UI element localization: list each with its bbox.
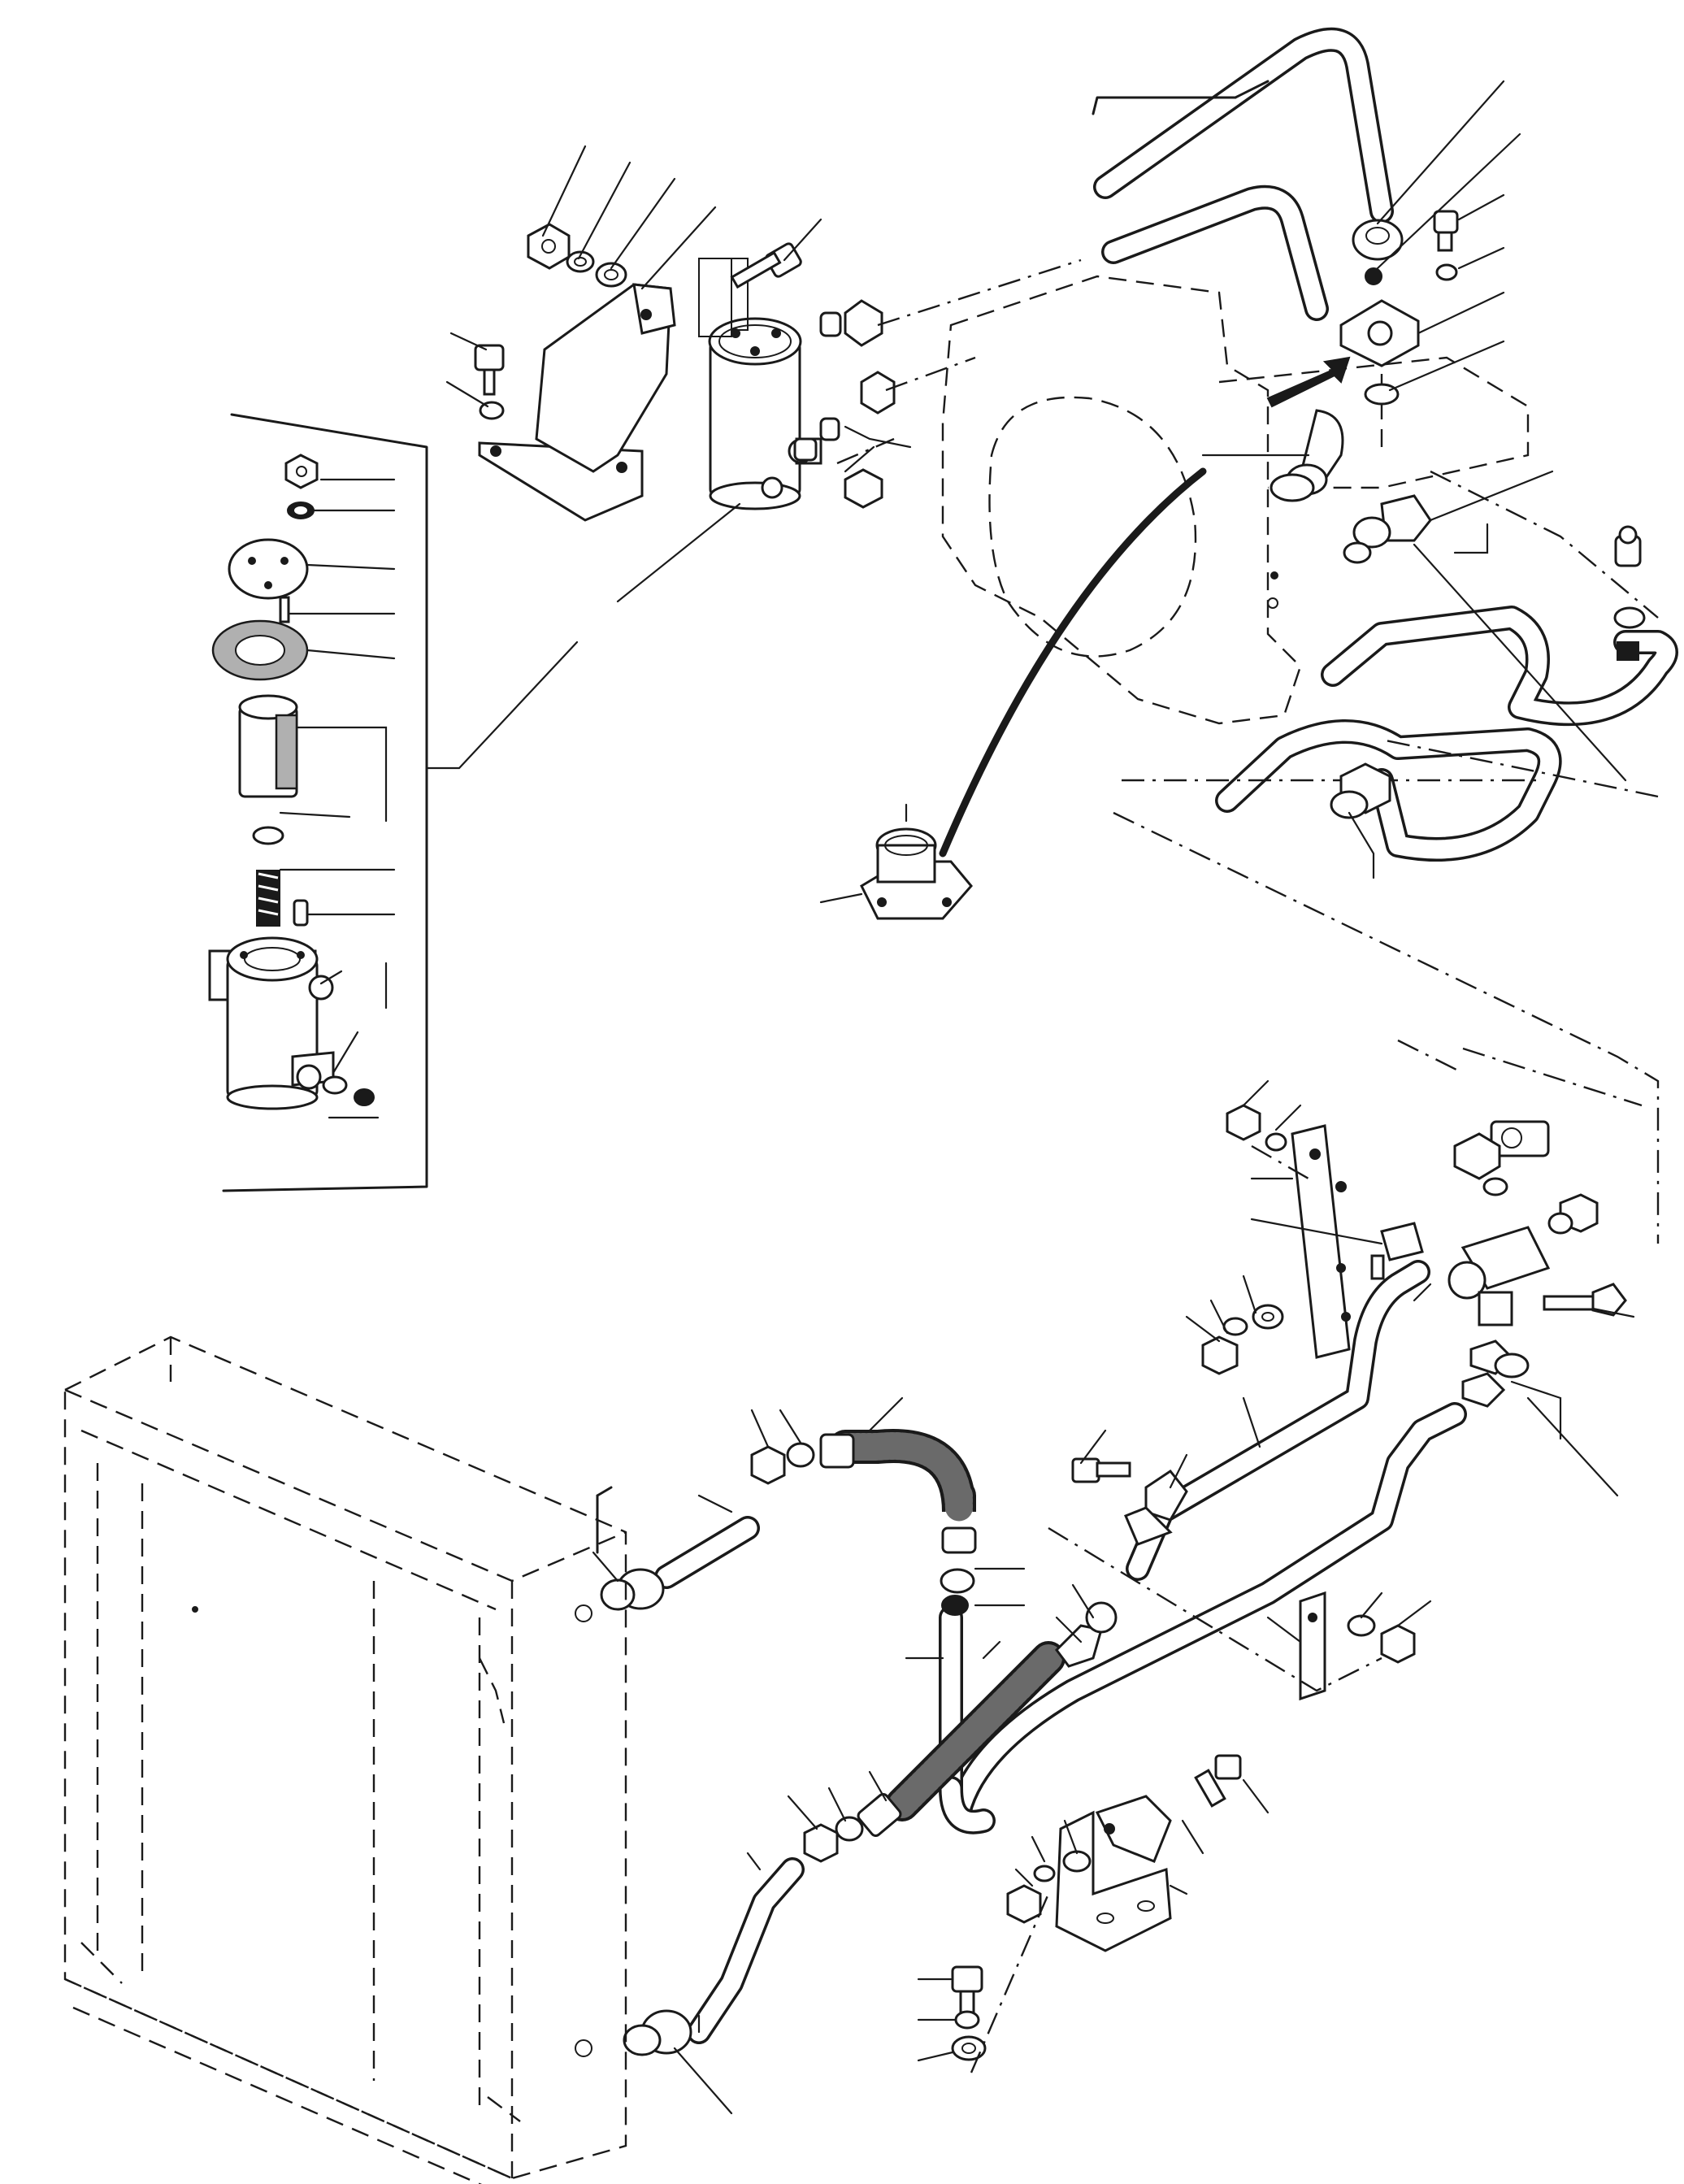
housing-elbows [1270, 409, 1432, 564]
clamp-bolts [1071, 1457, 1242, 1808]
upper-valve-stack [1266, 210, 1459, 408]
lower-cap [860, 827, 973, 920]
upper-pipe-routing [939, 27, 1394, 858]
leader-lines [279, 80, 1635, 2115]
filter-fittings [793, 299, 896, 509]
transmission-housing [941, 275, 1530, 725]
filter-exploded-detail [208, 413, 579, 1192]
loop-fittings [1330, 762, 1391, 819]
radiator-connectors [596, 1486, 805, 2056]
routing-lines [836, 258, 1660, 2073]
lower-hose-routing [939, 1260, 1467, 1834]
right-fittings [1613, 525, 1646, 661]
lower-flex-hose [803, 1601, 1118, 1863]
mounting-bracket [478, 283, 676, 522]
right-pipe-loops [1122, 606, 1678, 862]
upper-flex-hose [750, 1429, 977, 1616]
filter-assembly [698, 258, 822, 510]
radiator-core [63, 1335, 627, 2184]
valve-block-plate [1201, 1104, 1627, 1408]
